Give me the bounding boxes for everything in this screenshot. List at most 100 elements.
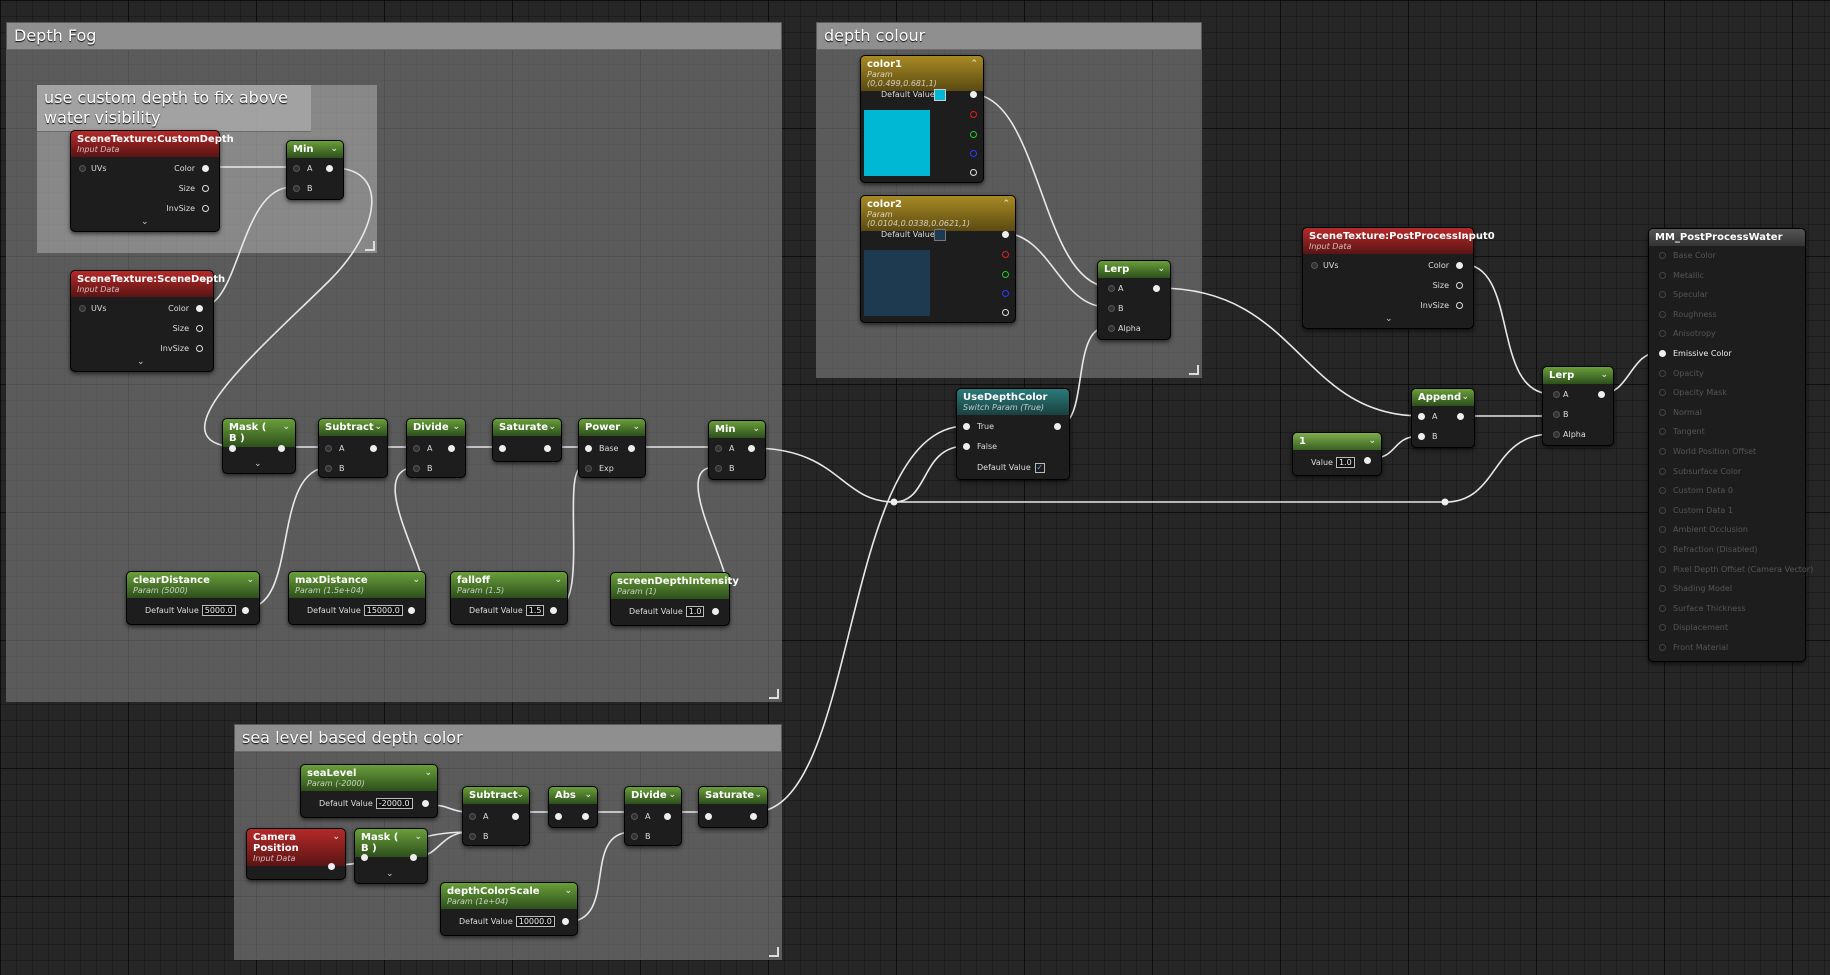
chevron-down-icon[interactable]: ⌄ <box>752 424 760 434</box>
default-value-field[interactable]: 1.0 <box>685 606 705 617</box>
pin-output[interactable] <box>408 607 415 614</box>
material-input-pin[interactable] <box>1659 350 1666 357</box>
pin-output[interactable] <box>242 607 249 614</box>
pin-a[interactable] <box>413 445 420 452</box>
pin-b[interactable] <box>1418 433 1425 440</box>
chevron-down-icon[interactable]: ⌄ <box>332 832 340 842</box>
pin-a-channel[interactable] <box>970 169 977 176</box>
pin-b[interactable] <box>1108 305 1115 312</box>
node-abs[interactable]: Abs⌄ <box>548 786 598 828</box>
pin-input[interactable] <box>499 445 506 452</box>
chevron-down-icon[interactable]: ⌄ <box>548 422 556 432</box>
default-value-checkbox[interactable]: ✓ <box>1034 463 1045 473</box>
pin-invsize[interactable] <box>202 205 209 212</box>
pin-output[interactable] <box>448 445 455 452</box>
pin-g[interactable] <box>970 131 977 138</box>
node-lerp[interactable]: Lerp⌄ A B Alpha <box>1542 366 1614 446</box>
chevron-down-icon[interactable]: ⌄ <box>554 575 562 585</box>
chevron-down-icon[interactable]: ⌄ <box>374 422 382 432</box>
reroute-node[interactable] <box>1441 498 1449 506</box>
default-value-field[interactable]: 10000.0 <box>515 916 555 927</box>
chevron-down-icon[interactable]: ⌄ <box>516 790 524 800</box>
material-input-pin[interactable] <box>1659 448 1666 455</box>
material-input-pin[interactable] <box>1659 644 1666 651</box>
chevron-down-icon[interactable]: ⌄ <box>584 790 592 800</box>
pin-false[interactable] <box>963 443 970 450</box>
value-field[interactable]: 1.0 <box>1335 457 1355 468</box>
pin-a[interactable] <box>1553 391 1560 398</box>
pin-uvs[interactable] <box>79 305 86 312</box>
pin-output[interactable] <box>1598 391 1605 398</box>
chevron-down-icon[interactable]: ⌄ <box>200 274 208 284</box>
pin-alpha[interactable] <box>1553 431 1560 438</box>
resize-handle[interactable] <box>1189 365 1199 375</box>
pin-a[interactable] <box>293 165 300 172</box>
chevron-down-icon[interactable]: ⌄ <box>206 134 214 144</box>
pin-size[interactable] <box>202 185 209 192</box>
chevron-down-icon[interactable]: ⌄ <box>716 576 724 586</box>
pin-output[interactable] <box>278 445 285 452</box>
node-divide[interactable]: Divide⌄ A B <box>624 786 682 846</box>
chevron-down-icon[interactable]: ⌄ <box>330 144 338 154</box>
node-saturate[interactable]: Saturate⌄ <box>698 786 768 828</box>
chevron-down-icon[interactable]: ⌄ <box>668 790 676 800</box>
pin-output[interactable] <box>748 445 755 452</box>
pin-invsize[interactable] <box>196 345 203 352</box>
chevron-down-icon[interactable]: ⌄ <box>412 575 420 585</box>
node-mask-b[interactable]: Mask ( B )⌄ ⌄ <box>222 418 296 474</box>
default-value-field[interactable]: 1.5 <box>525 605 545 616</box>
pin-input[interactable] <box>555 813 562 820</box>
chevron-down-icon[interactable]: ⌄ <box>254 459 262 469</box>
pin-b-channel[interactable] <box>1002 290 1009 297</box>
pin-base[interactable] <box>585 445 592 452</box>
default-value-field[interactable]: 5000.0 <box>201 605 236 616</box>
pin-uvs[interactable] <box>79 165 86 172</box>
material-input-pin[interactable] <box>1659 604 1666 612</box>
chevron-down-icon[interactable]: ⌄ <box>386 869 394 879</box>
pin-input[interactable] <box>705 813 712 820</box>
pin-true[interactable] <box>963 423 970 430</box>
chevron-up-icon[interactable]: ⌃ <box>1002 199 1010 209</box>
pin-output[interactable] <box>512 813 519 820</box>
resize-handle[interactable] <box>365 241 375 251</box>
chevron-down-icon[interactable]: ⌄ <box>137 357 145 367</box>
pin-output[interactable] <box>544 445 551 452</box>
default-value-field[interactable]: -2000.0 <box>375 798 413 809</box>
pin-output[interactable] <box>664 813 671 820</box>
pin-b[interactable] <box>1553 411 1560 418</box>
pin-output[interactable] <box>1457 413 1464 420</box>
material-input-pin[interactable] <box>1659 252 1666 259</box>
resize-handle[interactable] <box>769 947 779 957</box>
chevron-down-icon[interactable]: ⌄ <box>1460 231 1468 241</box>
pin-output[interactable] <box>628 445 635 452</box>
pin-r[interactable] <box>1002 251 1009 258</box>
pin-rgb[interactable] <box>1002 231 1009 238</box>
pin-size[interactable] <box>196 325 203 332</box>
pin-output[interactable] <box>328 863 335 870</box>
pin-invsize[interactable] <box>1456 302 1463 309</box>
pin-input[interactable] <box>229 445 236 452</box>
chevron-down-icon[interactable]: ⌄ <box>141 217 149 227</box>
pin-output[interactable] <box>370 445 377 452</box>
pin-b[interactable] <box>631 833 638 840</box>
pin-a[interactable] <box>325 445 332 452</box>
reroute-node[interactable] <box>890 498 898 506</box>
pin-b[interactable] <box>413 465 420 472</box>
pin-b[interactable] <box>715 465 722 472</box>
node-lerp[interactable]: Lerp⌄ A B Alpha <box>1097 260 1171 340</box>
chevron-down-icon[interactable]: ⌄ <box>1157 264 1165 274</box>
node-power[interactable]: Power⌄ Base Exp <box>578 418 646 478</box>
pin-color[interactable] <box>196 305 203 312</box>
pin-size[interactable] <box>1456 282 1463 289</box>
pin-output[interactable] <box>1054 423 1061 430</box>
node-append[interactable]: Append⌄ A B <box>1411 388 1475 448</box>
